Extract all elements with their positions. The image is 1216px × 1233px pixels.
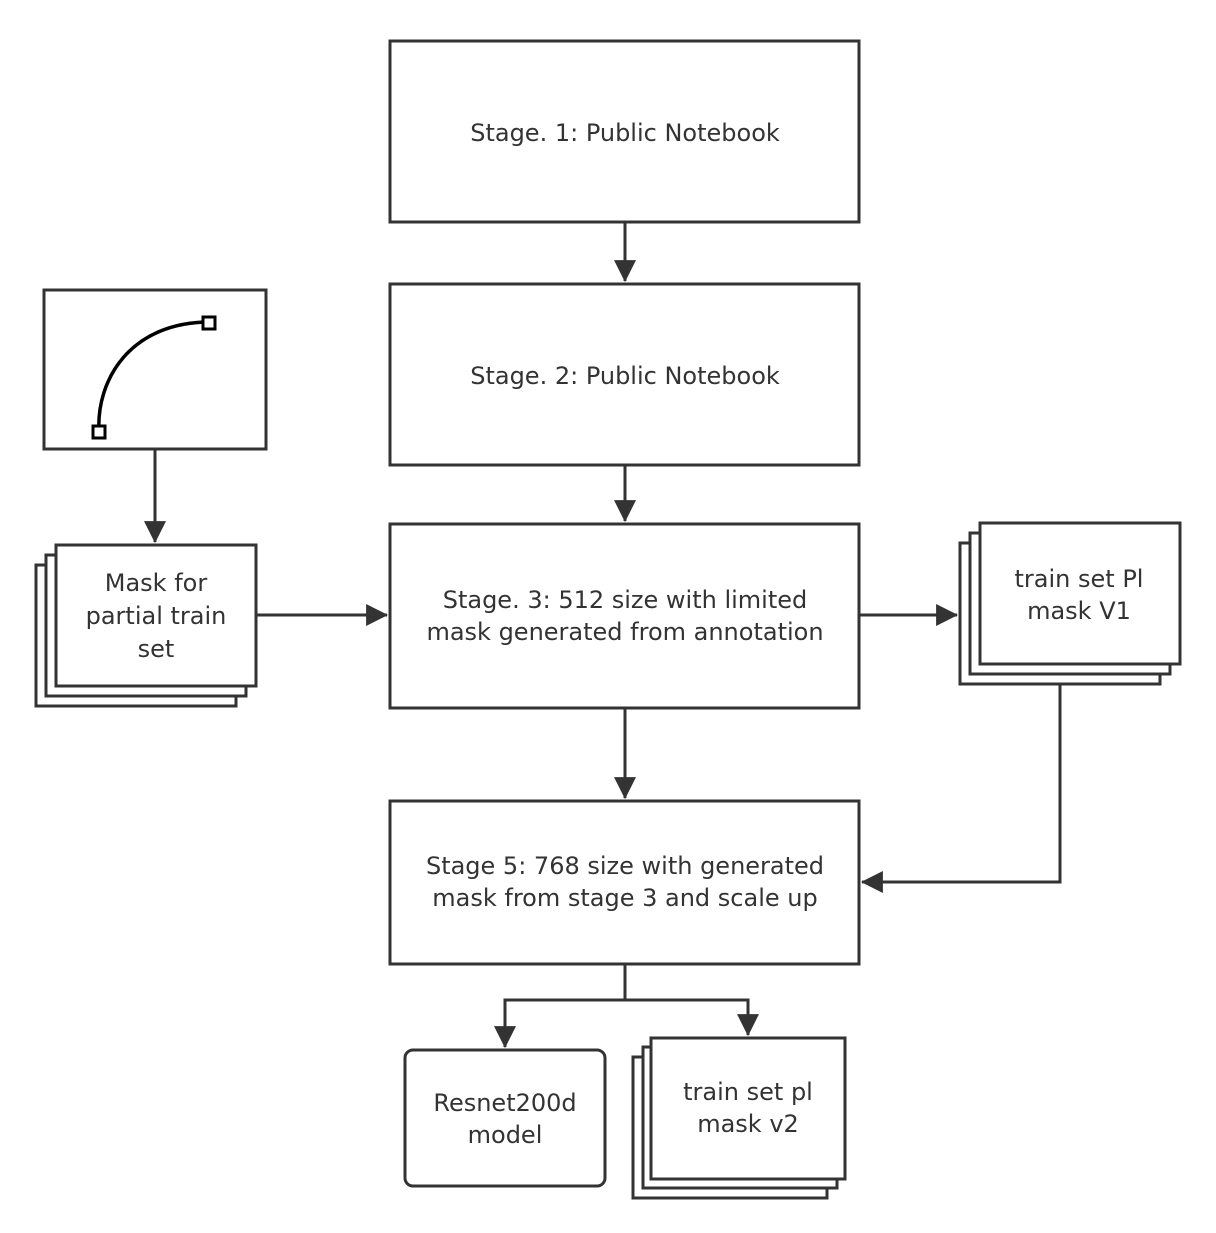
mask-partial-label-line-3: set	[138, 635, 175, 663]
stage-1-box[interactable]: Stage. 1: Public Notebook	[388, 39, 861, 224]
stage-2-box[interactable]: Stage. 2: Public Notebook	[388, 282, 861, 467]
stage-3-label-line-1: Stage. 3: 512 size with limited	[443, 586, 808, 614]
edge-stage5-to-pl-mask-v2	[625, 998, 759, 1037]
bezier-curve-icon	[91, 315, 217, 440]
pl-mask-v2-label-line-1: train set pl	[683, 1078, 813, 1106]
mask-partial-label-line-2: partial train	[86, 602, 227, 630]
edge-stage5-to-resnet	[494, 998, 625, 1049]
edge-pl-mask-v1-to-stage5	[860, 684, 1062, 893]
pl-mask-v2-label-line-2: mask v2	[697, 1110, 799, 1138]
pl-mask-v1-label-line-2: mask V1	[1027, 597, 1131, 625]
stage-5-box[interactable]: Stage 5: 768 size with generated mask fr…	[388, 799, 861, 966]
stage-5-label-line-1: Stage 5: 768 size with generated	[426, 852, 824, 880]
stage-5-label-line-2: mask from stage 3 and scale up	[432, 884, 817, 912]
stage-1-label: Stage. 1: Public Notebook	[470, 119, 780, 147]
train-set-pl-mask-v2-box[interactable]: train set pl mask v2	[631, 1036, 847, 1200]
pl-mask-v1-label-line-1: train set Pl	[1015, 565, 1144, 593]
stage-3-box[interactable]: Stage. 3: 512 size with limited mask gen…	[388, 522, 861, 710]
resnet200d-model-box[interactable]: Resnet200d model	[403, 1048, 607, 1188]
mask-partial-label-line-1: Mask for	[105, 569, 208, 597]
resnet-label-line-1: Resnet200d	[433, 1089, 576, 1117]
stage-3-label-line-2: mask generated from annotation	[426, 618, 823, 646]
stage-2-label: Stage. 2: Public Notebook	[470, 362, 780, 390]
resnet-label-line-2: model	[468, 1121, 543, 1149]
annotation-box[interactable]	[42, 288, 268, 451]
mask-partial-train-set-box[interactable]: Mask for partial train set	[34, 543, 258, 708]
train-set-pl-mask-v1-box[interactable]: train set Pl mask V1	[958, 521, 1182, 686]
